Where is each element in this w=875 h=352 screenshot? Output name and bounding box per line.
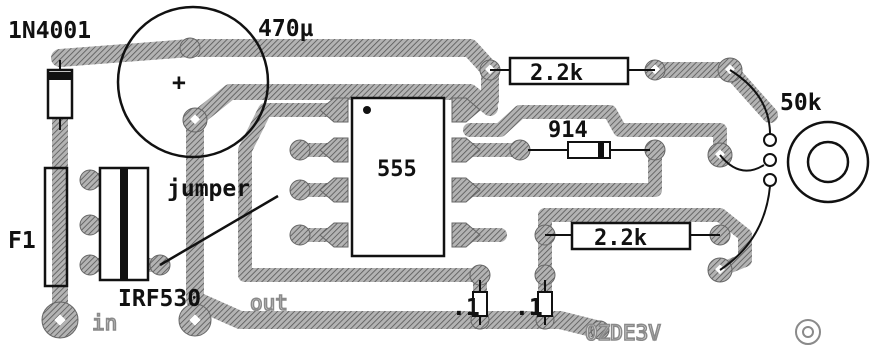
diode-band	[48, 72, 72, 80]
pad	[451, 177, 481, 203]
diode-1n4001	[46, 60, 74, 130]
signature-circle-icon	[795, 319, 821, 345]
trace-right-bottom	[538, 208, 752, 277]
pad-hole	[189, 314, 201, 326]
resistor-bottom-2k2: 2.2k	[545, 221, 720, 251]
capacitor-plus-label: +	[172, 70, 186, 96]
pot-pin	[763, 173, 777, 187]
trace-left-ground	[186, 111, 609, 339]
label-in: in	[92, 311, 117, 335]
label-signature: OZDE3V	[585, 321, 661, 345]
pad	[509, 139, 531, 161]
label-jumper: jumper	[167, 176, 250, 202]
resistor-body	[570, 221, 692, 251]
mosfet-irf530	[98, 166, 150, 282]
resistor-top-2k2: 2.2k	[490, 56, 655, 86]
trace-top-right	[647, 62, 778, 123]
diode-914-label: 914	[548, 118, 588, 143]
label-470u: 470µ	[258, 16, 314, 42]
pot-wire	[729, 69, 771, 135]
label-irf530: IRF530	[118, 286, 201, 312]
pad	[319, 137, 349, 163]
pad	[289, 179, 311, 201]
pads	[41, 37, 743, 340]
trace-right-b	[463, 105, 727, 162]
trace-ic-top	[187, 84, 498, 128]
pad-hole	[54, 314, 66, 326]
pad	[79, 169, 101, 191]
pad	[179, 37, 201, 59]
pad	[451, 97, 481, 123]
pad	[79, 254, 101, 276]
capacitor-0-1-right	[537, 280, 553, 325]
pad	[451, 137, 481, 163]
ic-pin1-dot	[363, 106, 371, 114]
pad-holes	[54, 64, 735, 326]
pot-wire	[719, 154, 765, 172]
diode-914-band	[598, 142, 604, 158]
mosfet-tab	[120, 168, 128, 280]
label-50k: 50k	[780, 90, 822, 116]
capacitor-outline	[116, 5, 270, 159]
trace-right-c	[463, 143, 662, 197]
pad	[289, 139, 311, 161]
ic-body	[350, 96, 446, 258]
pad	[289, 224, 311, 246]
resistor-top-label: 2.2k	[530, 61, 583, 86]
ic-label: 555	[377, 157, 417, 182]
pot-pin	[763, 133, 777, 147]
pad	[319, 222, 349, 248]
capacitor-0-1-left	[472, 280, 488, 325]
resistor-bottom-label: 2.2k	[594, 226, 647, 251]
pad	[319, 177, 349, 203]
ic-555: 555	[350, 96, 446, 258]
potentiometer-50k	[719, 69, 870, 271]
pad	[319, 97, 349, 123]
signature-circle-icon-inner	[802, 326, 814, 338]
capacitor-470u: +	[116, 5, 270, 159]
pad-hole	[190, 114, 200, 125]
cap-body	[537, 291, 553, 317]
label-cap-right: .1	[515, 295, 543, 321]
label-f1: F1	[8, 228, 36, 254]
trace-left-loop-a	[238, 103, 487, 282]
resistor-body	[508, 56, 630, 86]
pot-inner	[806, 140, 850, 184]
pad	[590, 320, 610, 340]
pot-wire	[719, 185, 771, 271]
pad	[79, 214, 101, 236]
diode-914: 914	[528, 118, 650, 159]
label-out: out	[250, 291, 288, 315]
fuse-f1	[43, 166, 69, 288]
pot-pin	[763, 153, 777, 167]
label-cap-left: .1	[452, 295, 480, 321]
fuse-body	[43, 166, 69, 288]
pad	[451, 222, 481, 248]
label-1n4001: 1N4001	[8, 18, 91, 44]
cap-body	[472, 291, 488, 317]
jumper-wire	[159, 194, 279, 267]
